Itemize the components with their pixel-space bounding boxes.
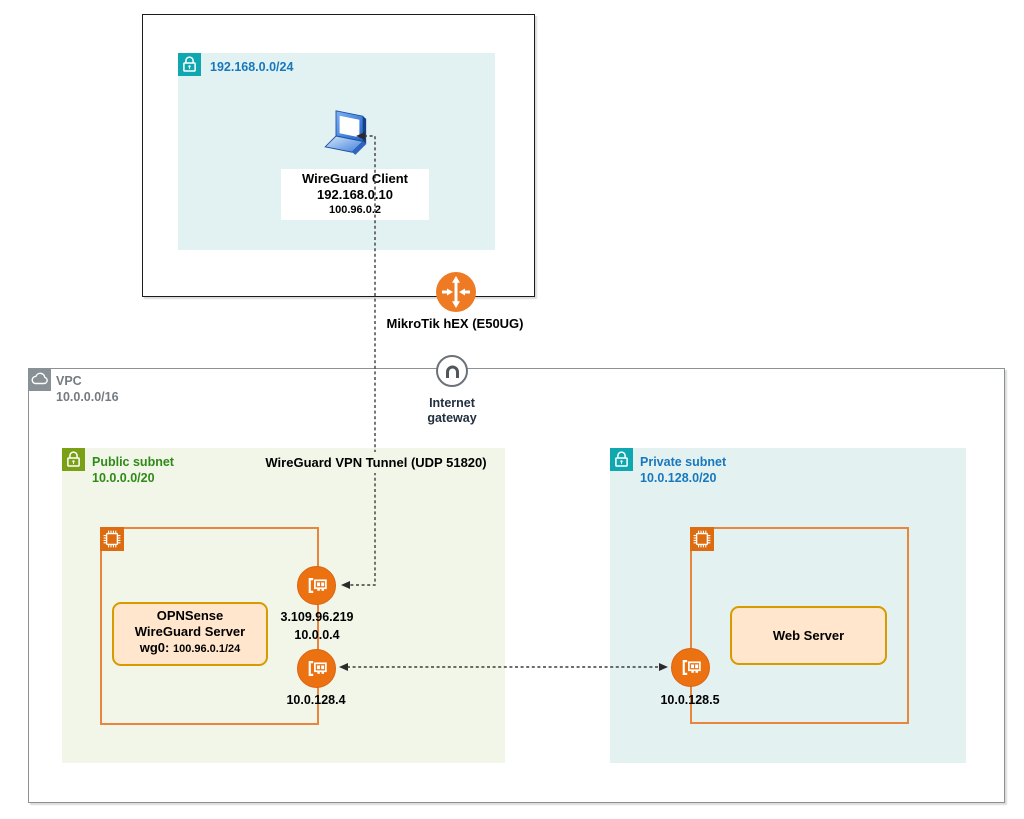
network-interface-icon[interactable] bbox=[671, 648, 710, 687]
home-subnet-cidr: 192.168.0.0/24 bbox=[210, 60, 294, 74]
public-subnet-cidr: 10.0.0.0/20 bbox=[92, 470, 155, 485]
eni-public-ip: 3.109.96.219 bbox=[280, 610, 354, 624]
private-subnet-cidr: 10.0.128.0/20 bbox=[640, 470, 717, 485]
opnsense-instance-box[interactable] bbox=[100, 527, 319, 725]
router-label: MikroTik hEX (E50UG) bbox=[386, 316, 524, 331]
opnsense-line2: WireGuard Server bbox=[134, 624, 246, 639]
vpc-label: VPC 10.0.0.0/16 bbox=[56, 374, 119, 405]
vpc-cidr: 10.0.0.0/16 bbox=[56, 389, 119, 404]
private-subnet[interactable]: Private subnet 10.0.128.0/20 bbox=[610, 448, 966, 763]
web-server-node[interactable]: Web Server bbox=[730, 606, 887, 665]
webserver-instance-box[interactable] bbox=[690, 527, 909, 724]
laptop-icon[interactable] bbox=[318, 106, 372, 171]
public-subnet-name: Public subnet bbox=[92, 455, 174, 469]
internet-gateway-label: Internet gateway bbox=[397, 396, 507, 425]
wg-interface-label: wg0: bbox=[139, 640, 170, 655]
igw-label-line2: gateway bbox=[427, 410, 477, 425]
eni-ip: 10.0.128.4 bbox=[286, 693, 346, 707]
router-arrows-icon[interactable] bbox=[436, 272, 476, 312]
opnsense-line1: OPNSense bbox=[156, 608, 224, 623]
opnsense-server-node[interactable]: OPNSense WireGuard Server wg0: 100.96.0.… bbox=[112, 602, 268, 666]
internet-gateway-icon[interactable] bbox=[436, 355, 468, 387]
client-vpn-ip: 100.96.0.2 bbox=[329, 204, 381, 216]
ec2-instance-icon bbox=[690, 527, 714, 551]
public-subnet-label: Public subnet 10.0.0.0/20 bbox=[92, 455, 174, 486]
network-interface-icon[interactable] bbox=[297, 566, 336, 605]
vpn-tunnel-label: WireGuard VPN Tunnel (UDP 51820) bbox=[251, 452, 501, 473]
lock-icon bbox=[610, 448, 633, 471]
private-eni-label: 10.0.128.5 bbox=[630, 692, 750, 710]
lock-icon bbox=[178, 53, 201, 76]
eni-ip: 10.0.128.5 bbox=[660, 693, 720, 707]
vpc-cloud-icon bbox=[28, 368, 51, 391]
network-interface-icon[interactable] bbox=[297, 649, 336, 688]
client-lan-ip: 192.168.0.10 bbox=[317, 187, 393, 202]
ec2-instance-icon bbox=[100, 527, 124, 551]
private-subnet-label: Private subnet 10.0.128.0/20 bbox=[640, 455, 726, 486]
tunnel-eni-label: 10.0.128.4 bbox=[256, 692, 376, 710]
lock-icon bbox=[62, 448, 85, 471]
public-eni-label: 3.109.96.219 10.0.0.4 bbox=[254, 609, 380, 644]
wg-interface-value: 100.96.0.1/24 bbox=[172, 643, 241, 655]
private-subnet-name: Private subnet bbox=[640, 455, 727, 469]
client-name: WireGuard Client bbox=[301, 171, 409, 186]
eni-private-ip: 10.0.0.4 bbox=[294, 627, 340, 642]
vpc-name: VPC bbox=[56, 374, 82, 388]
igw-label-line1: Internet bbox=[429, 396, 475, 410]
opnsense-line3: wg0: 100.96.0.1/24 bbox=[114, 640, 266, 657]
web-server-label: Web Server bbox=[772, 627, 845, 643]
wireguard-client-label: WireGuard Client 192.168.0.10 100.96.0.2 bbox=[281, 169, 429, 220]
